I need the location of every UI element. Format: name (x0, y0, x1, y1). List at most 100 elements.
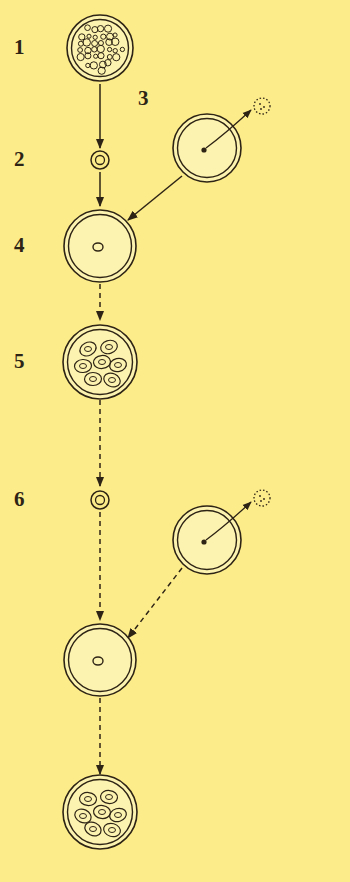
cell-nucleus (115, 363, 122, 368)
granule (98, 41, 103, 46)
speck (259, 495, 261, 497)
released-cell (91, 491, 109, 509)
cell-nucleus (80, 814, 87, 819)
cyst-dividing (63, 775, 137, 849)
nucleus (93, 243, 103, 251)
released-cell (91, 151, 109, 169)
granule (93, 35, 97, 39)
dotted-cell (254, 98, 270, 114)
dashed-arrow (99, 400, 101, 486)
granule (92, 27, 98, 33)
callout-number: 2 (14, 149, 25, 170)
cell (74, 359, 92, 373)
dot (201, 147, 206, 152)
dot (201, 539, 206, 544)
dashed-arrow (128, 568, 182, 638)
cell-nucleus (106, 795, 113, 800)
granule (92, 47, 97, 52)
cell (93, 804, 112, 819)
granule (94, 54, 98, 58)
speck (260, 108, 262, 110)
outer-wall (64, 624, 136, 696)
dashed-arrow (99, 284, 101, 320)
granule (86, 63, 90, 67)
cell (77, 339, 98, 358)
solid-arrow (128, 176, 182, 220)
cell (79, 792, 97, 807)
drawing-part (91, 151, 109, 169)
cell-nucleus (90, 827, 97, 832)
cell-nucleus (90, 377, 97, 382)
cell (108, 357, 128, 374)
cell-nucleus (115, 813, 122, 818)
callout-number: 5 (14, 351, 25, 372)
speck (259, 103, 261, 105)
inner-wall (69, 629, 132, 692)
granule (113, 54, 120, 61)
cell-nucleus (106, 345, 113, 350)
dashed-arrow (99, 698, 101, 774)
cyst-single (64, 210, 136, 282)
cell (100, 790, 118, 805)
cell-nucleus (80, 364, 87, 369)
cell (73, 806, 94, 825)
outer-wall (63, 325, 137, 399)
drawing-part (91, 491, 109, 509)
outer-wall (67, 15, 133, 81)
granule (78, 48, 83, 53)
granule (111, 38, 118, 45)
granule (87, 34, 91, 38)
granule (97, 45, 104, 52)
granule (105, 60, 111, 66)
empty-cyst (173, 490, 270, 574)
granule (77, 53, 84, 60)
callout-number: 1 (14, 37, 25, 58)
callout-number: 6 (14, 489, 25, 510)
granule (104, 25, 111, 32)
granule (85, 25, 91, 31)
solid-arrow (99, 84, 101, 148)
granule (79, 34, 85, 40)
granule (113, 49, 117, 53)
outer-wall (64, 210, 136, 282)
callout-number: 3 (138, 88, 149, 109)
cyst-dividing (63, 325, 137, 399)
drawing-part (96, 156, 105, 165)
exit-arrow (206, 502, 251, 540)
dotted-cell (254, 490, 270, 506)
callout-number: 4 (14, 235, 25, 256)
cell (93, 355, 111, 370)
granule (83, 39, 90, 46)
cell (84, 372, 101, 385)
inner-wall (69, 215, 132, 278)
granule (107, 47, 111, 51)
dashed-arrow (99, 512, 101, 620)
cell-nucleus (109, 378, 116, 383)
speck (260, 500, 262, 502)
cell (102, 821, 122, 838)
cell-nucleus (85, 797, 92, 802)
granule (92, 40, 98, 46)
nucleus (93, 657, 103, 665)
granule (120, 47, 124, 51)
outer-wall (63, 775, 137, 849)
speck (263, 106, 265, 108)
granule (85, 53, 91, 59)
drawing-part (96, 496, 105, 505)
granule (113, 33, 117, 37)
granule (101, 34, 106, 39)
cell (108, 806, 128, 823)
cell-nucleus (85, 347, 92, 352)
granule (98, 53, 104, 59)
granule (107, 54, 112, 59)
granule (98, 67, 105, 74)
granule (90, 62, 97, 69)
inner-wall (68, 330, 133, 395)
granule (97, 26, 103, 32)
empty-cyst (173, 98, 270, 182)
cyst-single (64, 624, 136, 696)
cell (102, 371, 123, 390)
cell-nucleus (99, 360, 106, 365)
solid-arrow (99, 172, 101, 206)
